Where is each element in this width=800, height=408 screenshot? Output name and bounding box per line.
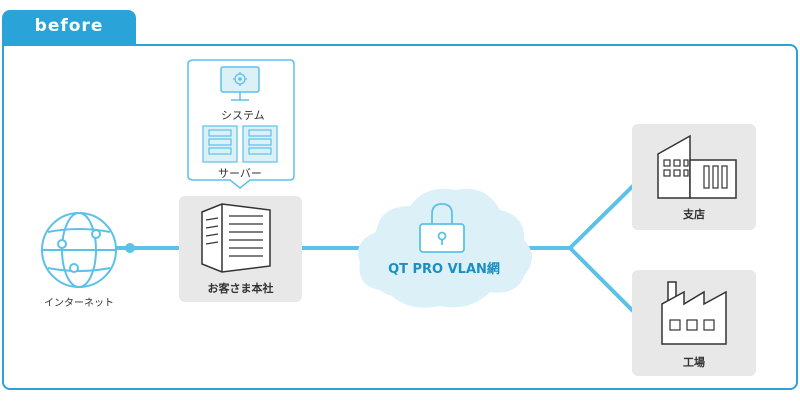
system-callout [187,59,295,189]
vlan-cloud [358,188,532,308]
factory-link [568,246,646,324]
internet-label: インターネット [44,298,114,309]
branch-box [632,124,756,230]
office-building-icon [201,203,271,273]
before-tab: before [2,10,136,46]
branch-label: 支店 [683,208,705,221]
monitor-gear-icon [220,66,260,101]
connection-lines [116,173,646,324]
hq-link-dot [125,243,135,253]
factory-label: 工場 [683,356,705,369]
before-tab-label: before [34,16,104,36]
branch-link [568,173,646,250]
vlan-label: QT PRO VLAN網 [388,262,500,277]
branch-building-icon [657,134,737,199]
hq-box [179,196,302,302]
system-label: システム [221,109,265,122]
lock-icon [419,203,465,253]
factory-icon [661,281,727,345]
factory-box [632,270,756,376]
server-rack-icon [202,125,278,163]
internet-globe-icon [41,212,117,288]
hq-label: お客さま本社 [207,282,274,295]
server-label: サーバー [218,167,262,180]
